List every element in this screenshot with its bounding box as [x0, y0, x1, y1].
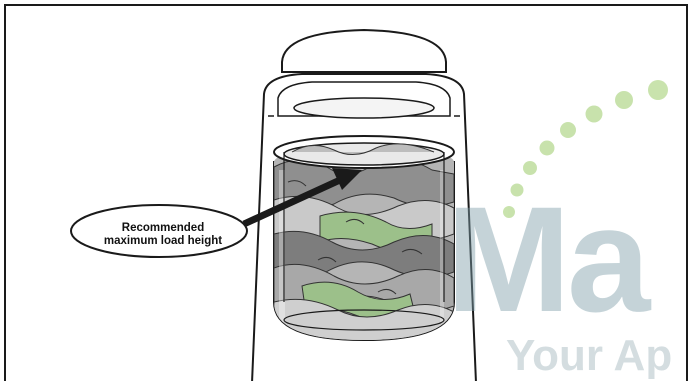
watermark-brand: Ma	[446, 184, 646, 334]
watermark-tagline: Your Ap	[506, 334, 672, 378]
washer-tub	[274, 136, 454, 342]
washer-lid	[282, 30, 446, 72]
callout-bubble	[71, 205, 247, 257]
diagram-frame: Ma Your Ap Recommended maximum load heig…	[4, 4, 688, 381]
